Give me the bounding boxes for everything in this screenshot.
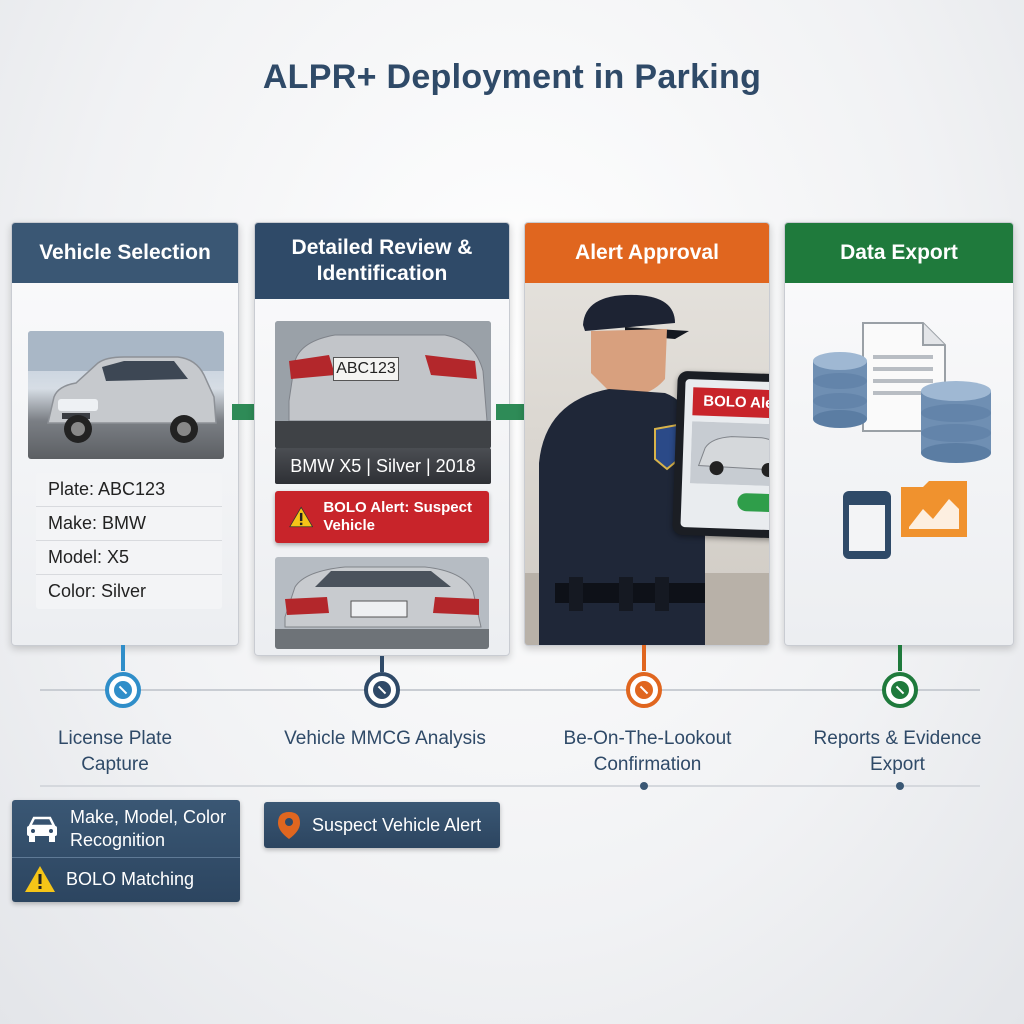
panel-data-export: Data Export xyxy=(784,222,1014,646)
field-color: Color: Silver xyxy=(48,581,147,601)
timeline-dot xyxy=(640,782,648,790)
database-icon xyxy=(813,352,867,428)
feature-text: Suspect Vehicle Alert xyxy=(312,814,482,835)
sedan-photo xyxy=(275,557,489,649)
car-front-icon xyxy=(27,816,57,842)
timeline-connector xyxy=(380,656,384,672)
panel-detailed-review: Detailed Review & Identification ABC123 … xyxy=(254,222,510,656)
panel-alert-approval: Alert Approval BOLO Alert xyxy=(524,222,770,646)
timeline-dot xyxy=(896,782,904,790)
feature-row: Make, Model, Color Recognition xyxy=(12,800,240,858)
rear-vehicle-photo: ABC123 xyxy=(275,321,491,449)
step-label: Vehicle MMCG Analysis xyxy=(284,728,486,749)
timeline-node xyxy=(105,672,141,708)
timeline-node xyxy=(364,672,400,708)
panel-header: Alert Approval xyxy=(525,223,769,283)
panel-vehicle-selection: Vehicle Selection Plate: ABC123 Make: BM… xyxy=(11,222,239,646)
folder-chart-icon xyxy=(901,481,967,537)
field-make: Make: BMW xyxy=(36,507,222,541)
license-plate: ABC123 xyxy=(333,357,399,381)
timeline-line xyxy=(40,689,980,691)
tablet-device: BOLO Alert xyxy=(672,370,769,540)
feature-box-recognition: Make, Model, Color Recognition BOLO Matc… xyxy=(12,800,240,902)
timeline-connector xyxy=(642,645,646,671)
warning-icon xyxy=(25,866,55,892)
location-pin-icon xyxy=(278,812,300,839)
step-label: Reports & Evidence Export xyxy=(813,728,982,775)
database-icon xyxy=(921,381,991,463)
feature-row: BOLO Matching xyxy=(12,858,240,900)
warning-icon xyxy=(289,506,314,528)
step-label: Be-On-The-Lookout Confirmation xyxy=(563,728,732,775)
file-icon xyxy=(843,491,891,559)
timeline-node xyxy=(626,672,662,708)
panel-header: Data Export xyxy=(785,223,1013,283)
feature-row: Suspect Vehicle Alert xyxy=(264,802,500,848)
vehicle-photo xyxy=(28,331,224,459)
tablet-alert-header: BOLO Alert xyxy=(692,387,769,419)
vehicle-caption: BMW X5 | Silver | 2018 xyxy=(275,448,491,484)
panel-header: Vehicle Selection xyxy=(12,223,238,283)
timeline-connector xyxy=(898,645,902,671)
feature-box-suspect-alert: Suspect Vehicle Alert xyxy=(264,802,500,848)
tablet-approve-button[interactable] xyxy=(737,492,769,513)
timeline-baseline xyxy=(40,785,980,787)
field-model: Model: X5 xyxy=(36,541,222,575)
bolo-alert-text: BOLO Alert: Suspect Vehicle xyxy=(323,499,472,534)
timeline-connector xyxy=(121,645,125,671)
feature-text: BOLO Matching xyxy=(66,868,195,889)
feature-text: Make, Model, Color Recognition xyxy=(70,806,227,850)
tablet-vehicle-image xyxy=(689,421,769,487)
vehicle-fields: Plate: ABC123 Make: BMW Model: X5 Color:… xyxy=(36,473,222,609)
page-title: ALPR+ Deployment in Parking xyxy=(262,58,762,96)
panel-header: Detailed Review & Identification xyxy=(255,223,509,299)
timeline-node xyxy=(882,672,918,708)
field-plate: Plate: ABC123 xyxy=(36,473,222,507)
bolo-alert-banner: BOLO Alert: Suspect Vehicle xyxy=(275,491,489,543)
step-label: License Plate Capture xyxy=(57,728,173,775)
